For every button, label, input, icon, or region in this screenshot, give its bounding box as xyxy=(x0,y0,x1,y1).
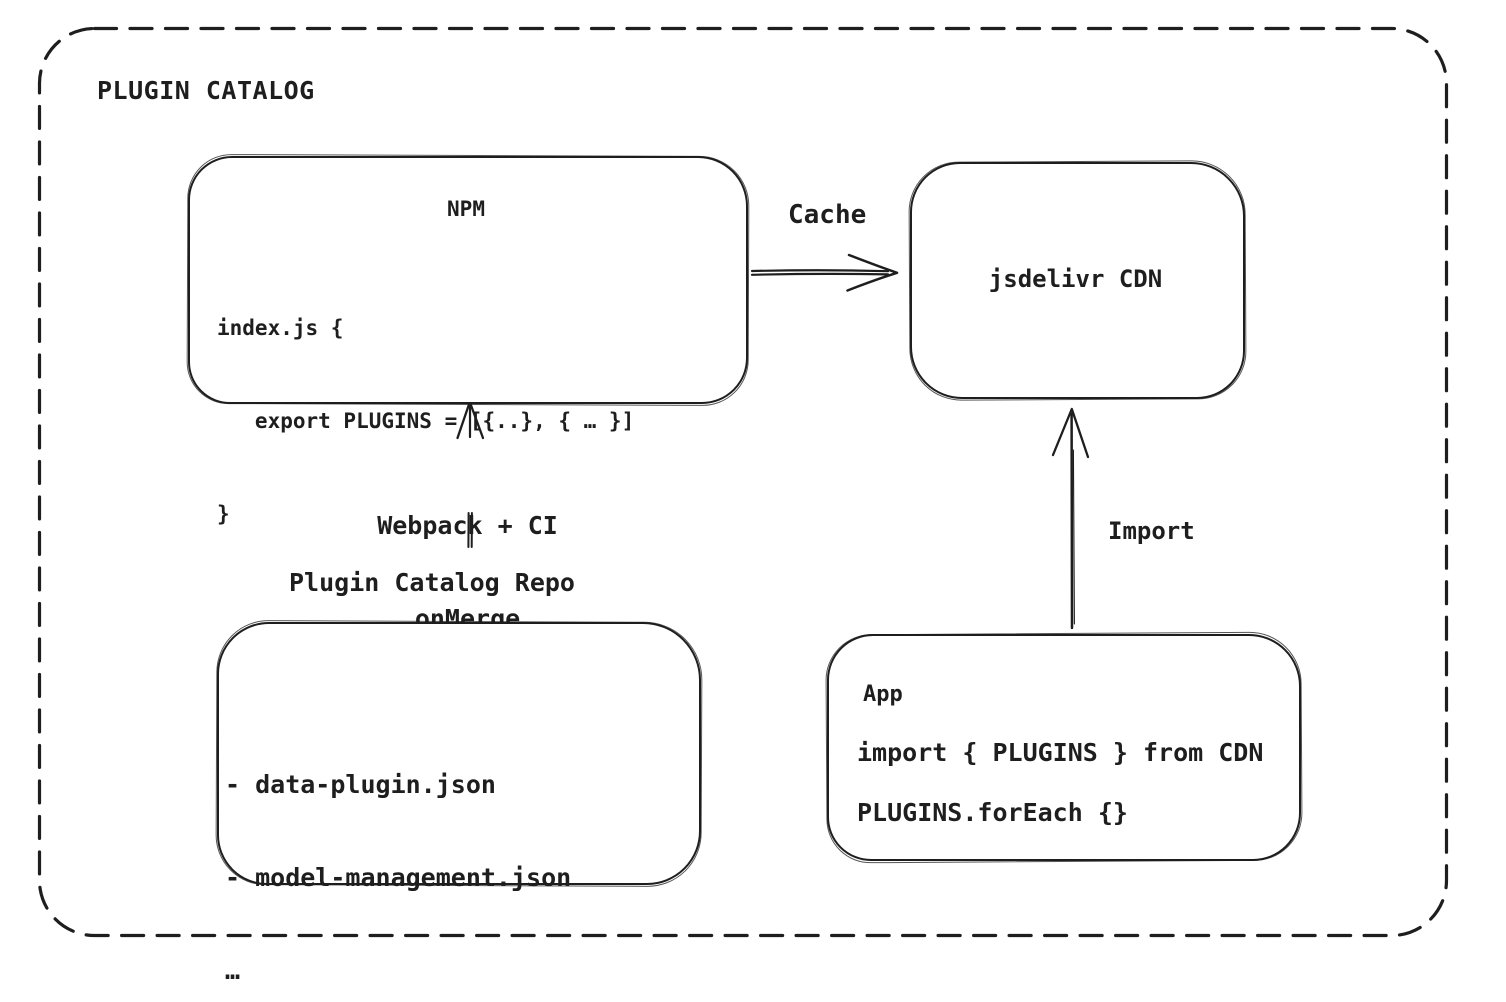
code-line: export PLUGINS = [{..}, { … }] xyxy=(217,409,635,433)
import-arrow xyxy=(1051,407,1090,630)
app-node-title: App xyxy=(863,682,903,707)
code-line: index.js { xyxy=(217,316,344,340)
cdn-node xyxy=(910,162,1245,399)
repo-file-item: - model-management.json xyxy=(225,863,572,892)
app-node xyxy=(827,634,1301,861)
npm-node xyxy=(188,156,748,404)
diagram-title: PLUGIN CATALOG xyxy=(97,76,315,105)
repo-node xyxy=(217,622,701,885)
npm-node-title: NPM xyxy=(447,197,485,221)
build-arrow-label-line: Webpack + CI xyxy=(377,511,558,540)
import-arrow-label: Import xyxy=(1108,517,1195,545)
repo-file-item: … xyxy=(225,956,241,985)
cache-arrow xyxy=(750,253,899,292)
npm-node-code: index.js { export PLUGINS = [{..}, { … }… xyxy=(217,251,634,592)
code-line: } xyxy=(217,502,230,526)
app-node-code-line: import { PLUGINS } from CDN xyxy=(857,738,1264,767)
cache-arrow-label: Cache xyxy=(788,200,867,230)
cache-arrowhead-icon xyxy=(846,253,899,292)
app-node-code-line: PLUGINS.forEach {} xyxy=(857,798,1128,827)
repo-file-item: - data-plugin.json xyxy=(225,770,496,799)
import-arrowhead-icon xyxy=(1051,407,1090,459)
repo-file-list: - data-plugin.json - model-management.js… xyxy=(225,707,571,1002)
cdn-node-label: jsdelivr CDN xyxy=(988,264,1163,293)
repo-node-title: Plugin Catalog Repo xyxy=(289,568,575,597)
